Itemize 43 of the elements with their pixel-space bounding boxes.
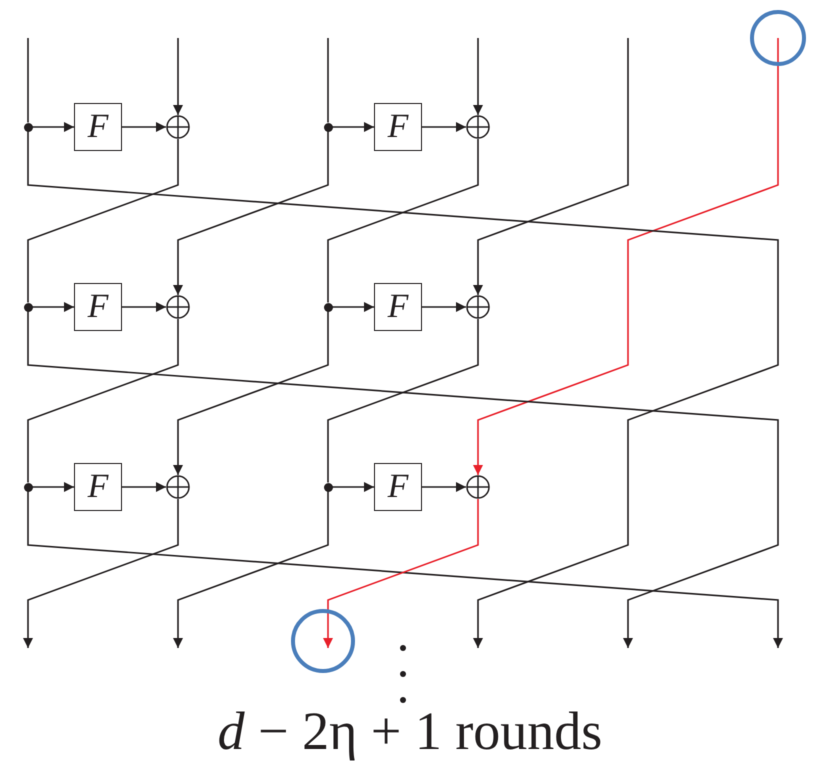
arrow	[27, 312, 779, 648]
function-box: F	[74, 103, 122, 151]
arrow	[173, 312, 329, 475]
arrow	[173, 38, 183, 115]
arrow	[422, 482, 466, 492]
arrow	[27, 492, 783, 648]
arrow	[323, 499, 479, 648]
arrow	[32, 302, 74, 312]
xor-symbol	[166, 475, 190, 499]
function-box: F	[374, 103, 422, 151]
arrow	[32, 482, 74, 492]
xor-symbol	[466, 295, 490, 319]
branch-dot	[324, 482, 332, 492]
branch-dot	[24, 122, 32, 132]
arrow	[332, 482, 374, 492]
branch-dot	[324, 302, 332, 312]
arrow	[122, 302, 166, 312]
arrow	[422, 122, 466, 132]
function-box: F	[374, 463, 422, 511]
function-box: F	[74, 463, 122, 511]
xor-symbol	[466, 115, 490, 139]
rounds-caption: d − 2η + 1 rounds	[216, 700, 604, 762]
arrow	[473, 38, 629, 295]
arrow	[473, 38, 483, 115]
xor-symbol	[166, 115, 190, 139]
xor-symbol	[166, 295, 190, 319]
function-box: F	[374, 283, 422, 331]
arrow	[122, 122, 166, 132]
arrow	[422, 302, 466, 312]
arrow	[332, 122, 374, 132]
arrow	[122, 482, 166, 492]
arrow	[332, 302, 374, 312]
arrow	[32, 122, 74, 132]
branch-dot	[24, 482, 32, 492]
arrow	[473, 38, 779, 475]
function-box: F	[74, 283, 122, 331]
branch-dot	[24, 302, 32, 312]
arrow	[23, 499, 179, 648]
arrow	[27, 132, 779, 648]
arrow	[173, 492, 329, 648]
arrow	[173, 132, 329, 295]
branch-dot	[324, 122, 332, 132]
xor-symbol	[466, 475, 490, 499]
